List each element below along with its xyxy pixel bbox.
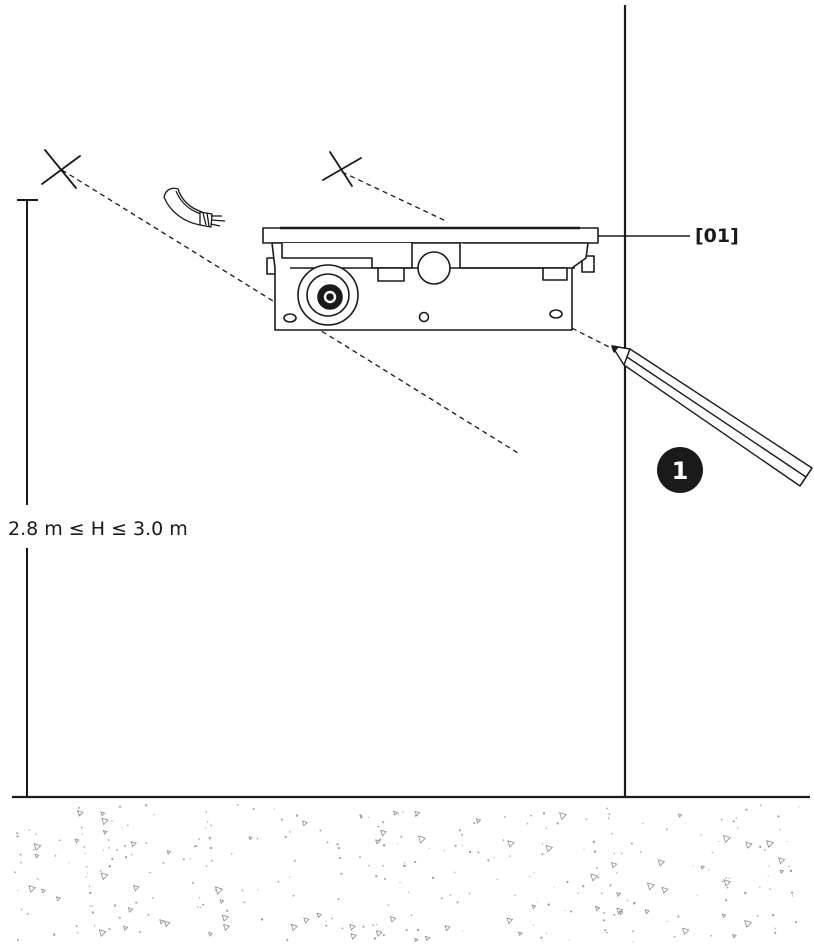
height-range-label: 2.8 m ≤ H ≤ 3.0 m: [8, 518, 188, 540]
drill-mark-icon: [322, 151, 362, 187]
drill-mark-icon: [41, 149, 81, 189]
pencil-icon: [611, 345, 813, 487]
height-dimension: [17, 199, 38, 797]
concrete-floor-texture: [14, 804, 800, 943]
step-badge: [657, 447, 703, 493]
mounting-bracket: [262, 226, 599, 331]
cable-icon: [163, 187, 226, 228]
step-number: 1: [672, 457, 689, 485]
callout-label: [01]: [695, 225, 739, 247]
